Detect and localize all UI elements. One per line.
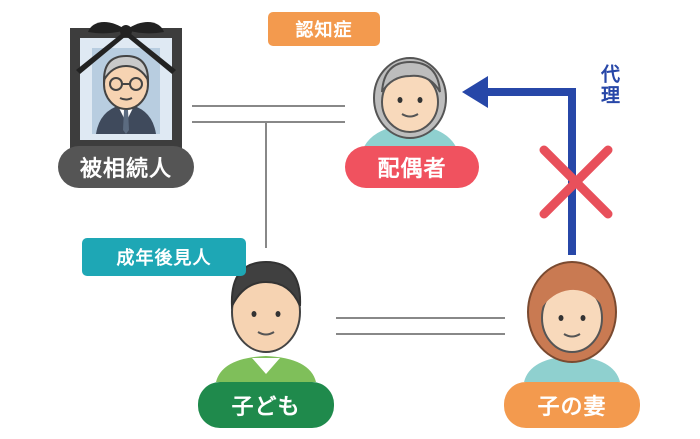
- child-label: 子ども: [198, 382, 334, 428]
- guardian-badge: 成年後見人: [82, 238, 246, 276]
- spouse-label: 配偶者: [345, 146, 479, 188]
- spouse-figure: [360, 57, 460, 160]
- dementia-badge: 認知症: [268, 12, 380, 46]
- marriage-line-child: [336, 317, 505, 335]
- child-wife-figure: [524, 261, 620, 382]
- deceased-portrait: [70, 21, 182, 150]
- child-wife-label: 子の妻: [504, 382, 640, 428]
- cross-mark-icon: [539, 145, 613, 219]
- deceased-label: 被相続人: [58, 146, 194, 188]
- proxy-label: 代理: [598, 64, 620, 106]
- proxy-arrow: [462, 76, 576, 255]
- marriage-line-parents: [192, 105, 345, 123]
- child-figure: [216, 260, 316, 382]
